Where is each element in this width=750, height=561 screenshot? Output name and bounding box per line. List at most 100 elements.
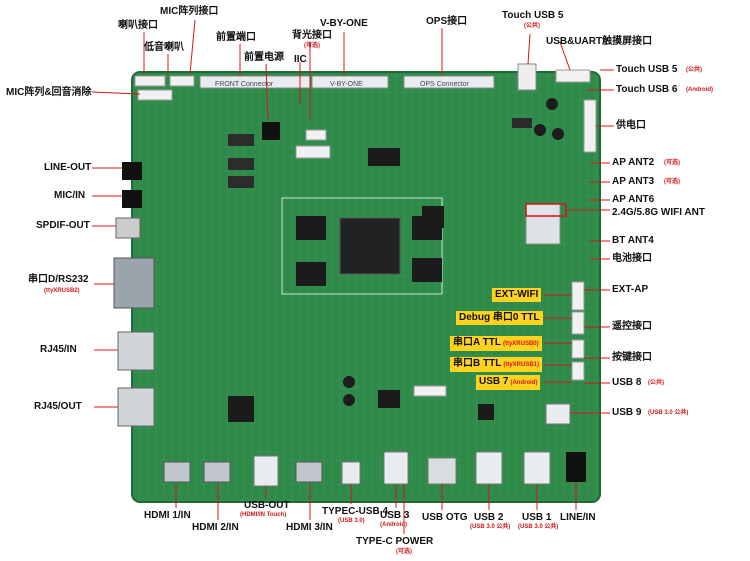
- label-usb1-note: (USB 3.0 公共): [518, 524, 559, 530]
- label-hdmi1: HDMI 1/IN: [144, 510, 191, 521]
- label-serial-d: 串口D/RS232: [28, 274, 89, 285]
- label-vbyone: V-BY-ONE: [320, 18, 368, 29]
- label-ap-ant3-note: (可选): [664, 179, 680, 185]
- tag-serial-a-note: (ttyXRUSB0): [502, 341, 539, 347]
- label-mic-in: MIC/IN: [54, 190, 86, 201]
- label-usb9: USB 9: [612, 407, 642, 418]
- label-front-power: 前置电源: [244, 52, 284, 63]
- label-wifi-ant: 2.4G/5.8G WIFI ANT: [612, 207, 705, 218]
- label-touch-usb5: Touch USB 5: [616, 64, 678, 75]
- label-usb8-note: (公共): [648, 380, 664, 386]
- label-bt-ant4: BT ANT4: [612, 235, 654, 246]
- wifi-module: [525, 203, 561, 245]
- label-backlight-optional: (可选): [304, 43, 320, 49]
- label-usb8: USB 8: [612, 377, 642, 388]
- label-touch-usb6-note: (Android): [686, 87, 713, 93]
- label-key-port: 按键接口: [612, 352, 652, 363]
- label-spdif-out: SPDIF-OUT: [36, 220, 90, 231]
- tag-serial-a: 串口A TTL(ttyXRUSB0): [450, 336, 542, 351]
- usb-out-port: [253, 455, 279, 487]
- label-touch-usb5-top-note: (公共): [524, 23, 540, 29]
- hdmi1-port: [163, 461, 191, 483]
- label-line-out: LINE-OUT: [44, 162, 92, 173]
- silk-front: FRONT Connector: [215, 81, 274, 88]
- vbyone-connector: [311, 75, 389, 89]
- usb9-port: [545, 403, 571, 425]
- label-mic-array-port: MIC阵列接口: [160, 6, 219, 17]
- label-usb-uart-touch: USB&UART触摸屏接口: [546, 36, 653, 47]
- spdif-jack: [115, 217, 141, 239]
- label-usb-out: USB-OUT: [244, 500, 290, 511]
- rs232-port: [113, 257, 155, 309]
- label-ap-ant2-note: (可选): [664, 160, 680, 166]
- label-usb3-note: (Android): [380, 522, 407, 528]
- tag-serial-a-text: 串口A TTL: [453, 337, 501, 348]
- silk-ops: OPS Connector: [420, 81, 470, 88]
- tag-serial-b-text: 串口B TTL: [453, 358, 502, 369]
- label-usb3: USB 3: [380, 510, 410, 521]
- tag-debug-serial: Debug 串口0 TTL: [456, 311, 543, 325]
- label-typec-power: TYPE-C POWER: [356, 536, 434, 547]
- label-speaker-port: 喇叭接口: [118, 20, 158, 31]
- label-battery-port: 电池接口: [612, 253, 652, 264]
- label-typec-usb4-note: (USB 3.0): [338, 518, 365, 524]
- label-hdmi2: HDMI 2/IN: [192, 522, 239, 533]
- label-serial-d-note: (ttyXRUSB2): [44, 288, 80, 294]
- tag-serial-b: 串口B TTL(ttyXRUSB1): [450, 357, 542, 372]
- label-usb-out-note: (HDMI/IN Touch): [240, 512, 287, 518]
- label-usb2-note: (USB 3.0 公共): [470, 524, 511, 530]
- usb2-port: [475, 451, 503, 485]
- label-usb1: USB 1: [522, 512, 552, 523]
- label-ap-ant3: AP ANT3: [612, 176, 655, 187]
- label-ap-ant2: AP ANT2: [612, 157, 655, 168]
- label-front-port: 前置端口: [216, 32, 256, 43]
- label-backlight-port: 背光接口: [292, 30, 332, 41]
- pcb-board: [131, 71, 601, 503]
- ops-connector: [403, 75, 495, 89]
- label-bass-speaker: 低音喇叭: [144, 42, 184, 53]
- label-touch-usb5-top: Touch USB 5: [502, 10, 564, 21]
- callout-lines: [91, 19, 614, 534]
- label-line-in: LINE/IN: [560, 512, 596, 523]
- label-power-port: 供电口: [616, 120, 646, 131]
- typec-usb4-port: [341, 461, 361, 485]
- label-hdmi3: HDMI 3/IN: [286, 522, 333, 533]
- rj45-out-port: [117, 387, 155, 427]
- label-ops-port: OPS接口: [426, 16, 468, 27]
- tag-usb7-note: (Android): [510, 380, 538, 386]
- tag-usb7: USB 7(Android): [476, 375, 541, 390]
- label-rj45-out: RJ45/OUT: [34, 401, 82, 412]
- tag-debug-serial-text: Debug 串口0 TTL: [459, 312, 540, 323]
- label-ext-ap: EXT-AP: [612, 284, 649, 295]
- label-typec-usb4: TYPEC-USB 4: [322, 506, 389, 517]
- label-iic: IIC: [294, 54, 307, 65]
- tag-serial-b-note: (ttyXRUSB1): [503, 362, 539, 368]
- usb-otg-port: [427, 457, 457, 485]
- label-remote-port: 遥控接口: [612, 321, 652, 332]
- hdmi2-port: [203, 461, 231, 483]
- line-out-jack: [122, 162, 142, 180]
- label-usb2: USB 2: [474, 512, 504, 523]
- label-rj45-in: RJ45/IN: [40, 344, 77, 355]
- rj45-in-port: [117, 331, 155, 371]
- usb1-port: [523, 451, 551, 485]
- label-touch-usb5-note: (公共): [686, 67, 702, 73]
- label-typec-power-note: (可选): [396, 549, 412, 555]
- soc-chip: [339, 217, 401, 275]
- touch-usb5-port: [517, 63, 537, 91]
- mic-in-jack: [122, 190, 142, 208]
- hdmi3-port: [295, 461, 323, 483]
- silk-vbyone: V-BY-ONE: [330, 81, 363, 88]
- label-usb-otg: USB OTG: [422, 512, 468, 523]
- label-touch-usb6: Touch USB 6: [616, 84, 678, 95]
- label-usb9-note: (USB 3.0 公共): [648, 410, 689, 416]
- tag-ext-wifi: EXT-WIFI: [492, 288, 542, 302]
- label-ap-ant6: AP ANT6: [612, 194, 655, 205]
- label-mic-array-echo: MIC阵列&回音消除: [6, 87, 92, 98]
- tag-usb7-text: USB 7: [479, 376, 509, 387]
- soc-area: [281, 197, 443, 295]
- tag-ext-wifi-text: EXT-WIFI: [495, 289, 539, 300]
- usb3-port: [383, 451, 409, 485]
